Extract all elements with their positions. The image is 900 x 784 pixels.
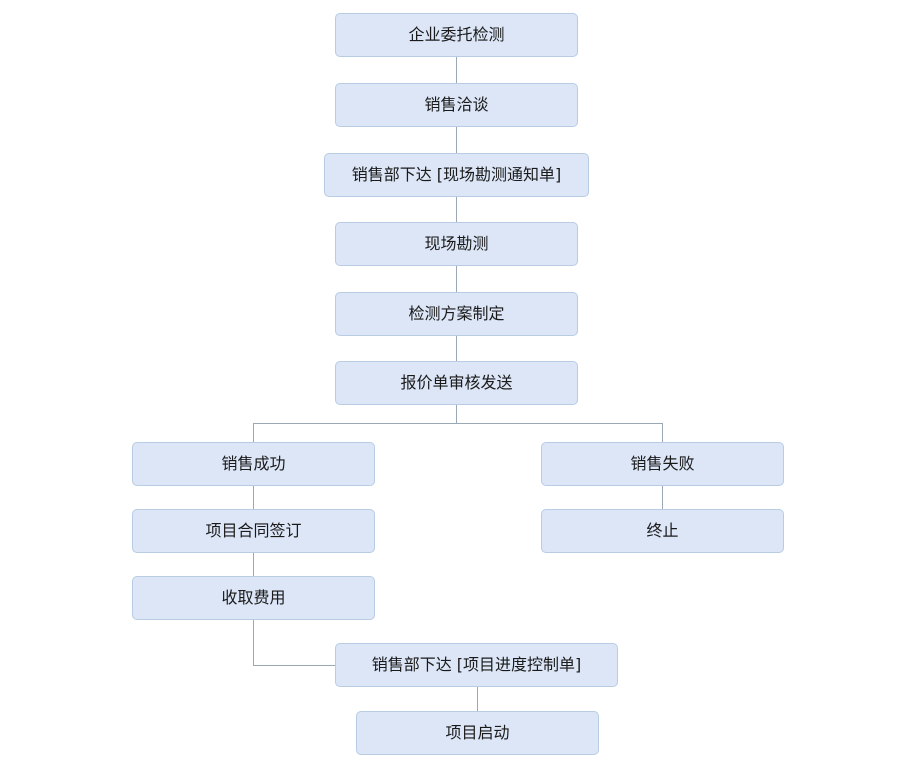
flow-node-n4[interactable]: 现场勘测 xyxy=(335,222,578,266)
flow-node-label: 销售部下达 [项目进度控制单] xyxy=(371,655,582,675)
flow-node-label: 项目启动 xyxy=(445,723,510,743)
flow-node-n2[interactable]: 销售洽谈 xyxy=(335,83,578,127)
flow-node-n7[interactable]: 销售成功 xyxy=(132,442,375,486)
connector-n4-to-n5 xyxy=(456,266,457,292)
flow-node-n9[interactable]: 项目合同签订 xyxy=(132,509,375,553)
flow-node-label: 检测方案制定 xyxy=(408,304,505,324)
connector-n12-to-n13 xyxy=(477,687,478,711)
flow-node-label: 销售失败 xyxy=(630,454,695,474)
flow-node-label: 终止 xyxy=(646,521,679,541)
flow-node-n1[interactable]: 企业委托检测 xyxy=(335,13,578,57)
connector-n9-to-n11 xyxy=(253,553,254,576)
connector-split-bus-to-branches xyxy=(253,423,663,424)
flow-node-label: 企业委托检测 xyxy=(408,25,505,45)
connector-split-bus-to-n8 xyxy=(662,423,663,442)
flow-node-n5[interactable]: 检测方案制定 xyxy=(335,292,578,336)
connector-n7-to-n9 xyxy=(253,486,254,509)
flow-node-label: 销售部下达 [现场勘测通知单] xyxy=(351,165,562,185)
connector-n5-to-n6 xyxy=(456,336,457,361)
flow-node-n10[interactable]: 终止 xyxy=(541,509,784,553)
flow-node-n11[interactable]: 收取费用 xyxy=(132,576,375,620)
connector-split-bus-to-n7 xyxy=(253,423,254,442)
connector-elbow-to-n12 xyxy=(253,665,335,666)
flow-node-label: 销售洽谈 xyxy=(424,95,489,115)
flow-node-n6[interactable]: 报价单审核发送 xyxy=(335,361,578,405)
connector-n3-to-n4 xyxy=(456,197,457,222)
flow-node-label: 现场勘测 xyxy=(424,234,489,254)
connector-n11-to-elbow xyxy=(253,620,254,665)
flow-node-n3[interactable]: 销售部下达 [现场勘测通知单] xyxy=(324,153,589,197)
flow-node-n8[interactable]: 销售失败 xyxy=(541,442,784,486)
connector-n1-to-n2 xyxy=(456,57,457,83)
flow-node-label: 销售成功 xyxy=(221,454,286,474)
flow-node-n12[interactable]: 销售部下达 [项目进度控制单] xyxy=(335,643,618,687)
flow-node-label: 项目合同签订 xyxy=(205,521,302,541)
flow-node-label: 收取费用 xyxy=(221,588,286,608)
flow-node-label: 报价单审核发送 xyxy=(400,373,513,393)
flow-node-n13[interactable]: 项目启动 xyxy=(356,711,599,755)
connector-n2-to-n3 xyxy=(456,127,457,153)
connector-n6-to-split-bus xyxy=(456,405,457,423)
connector-n8-to-n10 xyxy=(662,486,663,509)
